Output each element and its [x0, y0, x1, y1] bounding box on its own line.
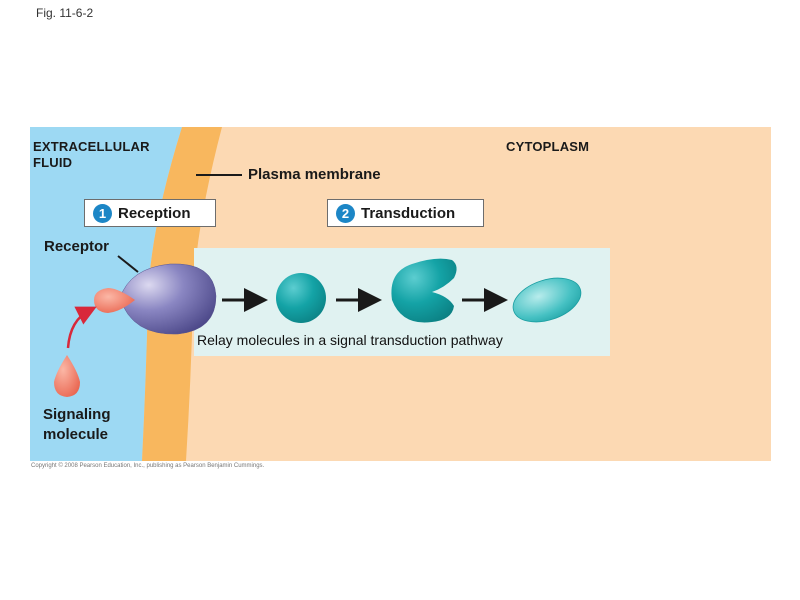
figure-label: Fig. 11-6-2 [36, 6, 94, 20]
step-transduction-box: 2 Transduction [327, 199, 484, 227]
extracellular-label-line1: EXTRACELLULAR [33, 139, 150, 154]
bound-signaling-molecule [94, 288, 135, 313]
cytoplasm-label: CYTOPLASM [506, 139, 590, 154]
relay-molecule-2 [391, 258, 457, 323]
step-reception-box: 1 Reception [84, 199, 216, 227]
signaling-molecule-label: Signaling molecule [43, 405, 111, 445]
relay-molecule-1 [276, 273, 326, 323]
signaling-label-line2: molecule [43, 426, 109, 443]
copyright-notice: Copyright © 2008 Pearson Education, Inc.… [31, 463, 265, 469]
binding-arrow [66, 306, 97, 349]
step-1-label: Reception [118, 204, 191, 222]
step-2-badge: 2 [336, 203, 355, 223]
plasma-membrane-label: Plasma membrane [248, 166, 381, 183]
receptor-label: Receptor [44, 238, 110, 255]
relay-molecule-3 [512, 277, 582, 323]
signaling-label-line1: Signaling [43, 406, 111, 423]
relay-molecules-label: Relay molecules in a signal transduction… [197, 332, 503, 348]
extracellular-label: EXTRACELLULAR FLUID [33, 139, 150, 171]
receptor-protein [119, 263, 217, 335]
extracellular-label-line2: FLUID [33, 155, 73, 170]
step-1-badge: 1 [93, 203, 112, 223]
step-2-label: Transduction [361, 204, 456, 222]
receptor-pointer-line [117, 255, 139, 273]
free-signaling-molecule [54, 355, 80, 397]
